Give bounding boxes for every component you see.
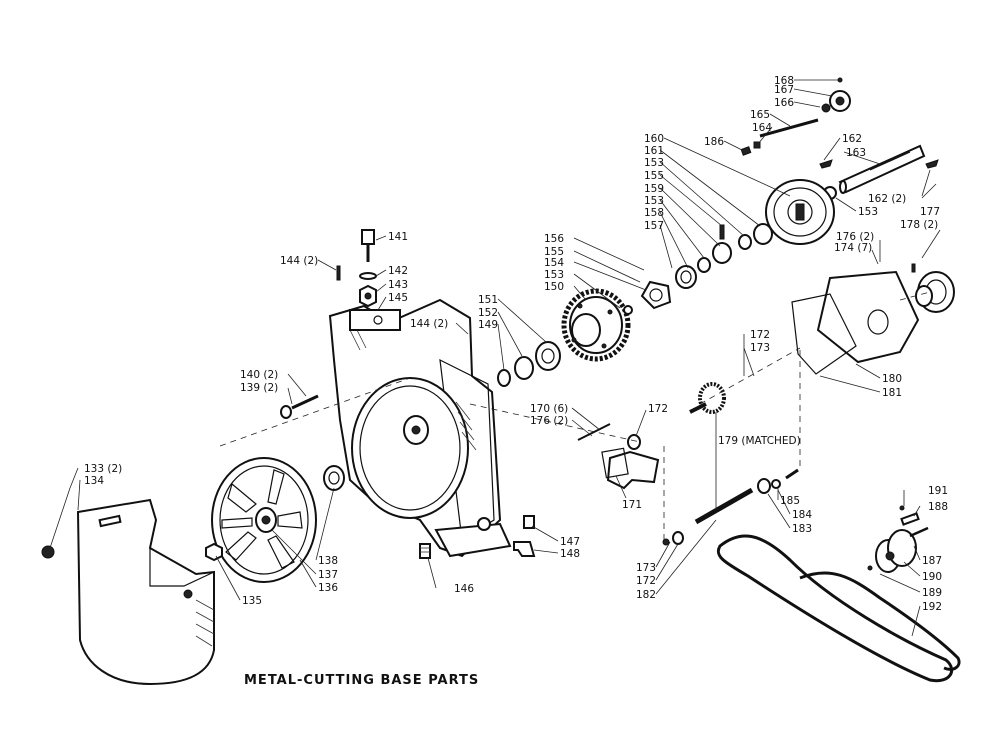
callout-172: 172: [648, 403, 668, 415]
callout-153: 153: [544, 269, 564, 281]
callout-165: 165: [750, 109, 770, 121]
callout-173: 173: [636, 562, 656, 574]
pulley-160: [765, 179, 835, 245]
callout-137: 137: [318, 569, 338, 581]
callout-141: 141: [388, 231, 408, 243]
callout-145: 145: [388, 292, 408, 304]
callout-155: 155: [644, 170, 664, 182]
callout-146: 146: [454, 583, 474, 595]
callout-147: 147: [560, 536, 580, 548]
callout-167: 167: [774, 84, 794, 96]
callout-159: 159: [644, 183, 664, 195]
callout-135: 135: [242, 595, 262, 607]
bracket-171: [577, 423, 660, 490]
callout-138: 138: [318, 555, 338, 567]
callout-177: 177: [920, 206, 940, 218]
callout-183: 183: [792, 523, 812, 535]
callout-142: 142: [388, 265, 408, 277]
motor-pulley-190: [867, 505, 929, 573]
main-shaft: [819, 144, 939, 200]
callout-148: 148: [560, 548, 580, 560]
callout-172: 172: [636, 575, 656, 587]
callout-154: 154: [544, 257, 564, 269]
callout-176-2: 176 (2): [530, 415, 568, 427]
callout-153: 153: [644, 157, 664, 169]
callout-179-matched: 179 (MATCHED): [718, 435, 801, 447]
gear-150: [561, 280, 672, 362]
callout-188: 188: [928, 501, 948, 513]
callout-152: 152: [478, 307, 498, 319]
fittings: [419, 515, 536, 559]
callout-163: 163: [846, 147, 866, 159]
callout-157: 157: [644, 220, 664, 232]
callout-136: 136: [318, 582, 338, 594]
callout-176-2: 176 (2): [836, 231, 874, 243]
callout-134: 134: [84, 475, 104, 487]
callout-168: 168: [774, 75, 794, 87]
callout-162-2: 162 (2): [868, 193, 906, 205]
callout-181: 181: [882, 387, 902, 399]
callout-191: 191: [928, 485, 948, 497]
callout-149: 149: [478, 319, 498, 331]
motor-plate: [791, 263, 955, 375]
callout-162: 162: [842, 133, 862, 145]
callout-180: 180: [882, 373, 902, 385]
callout-164: 164: [752, 122, 772, 134]
callout-156: 156: [544, 233, 564, 245]
callout-144-2: 144 (2): [410, 318, 448, 330]
callout-189: 189: [922, 587, 942, 599]
leader-lines: [49, 79, 941, 637]
callout-187: 187: [922, 555, 942, 567]
callout-153: 153: [858, 206, 878, 218]
callout-140-2: 140 (2): [240, 369, 278, 381]
callout-155: 155: [544, 246, 564, 258]
callout-151: 151: [478, 294, 498, 306]
callout-161: 161: [644, 145, 664, 157]
callout-133-2: 133 (2): [84, 463, 122, 475]
wheel-136: [211, 457, 345, 583]
callout-150: 150: [544, 281, 564, 293]
callout-144-2: 144 (2): [280, 255, 318, 267]
callout-158: 158: [644, 207, 664, 219]
bearings-151-149: [497, 341, 561, 387]
callout-186: 186: [704, 136, 724, 148]
callout-185: 185: [780, 495, 800, 507]
callout-173: 173: [750, 342, 770, 354]
washer-bolt: [205, 394, 319, 562]
callout-172: 172: [750, 329, 770, 341]
callout-182: 182: [636, 589, 656, 601]
upper-shaft-parts: [740, 77, 851, 156]
callout-192: 192: [922, 601, 942, 613]
bearing-stack: [675, 223, 773, 289]
callout-143: 143: [388, 279, 408, 291]
callout-labels: 168 167 166 165 164 186 160 161 162 163 …: [84, 75, 948, 613]
callout-160: 160: [644, 133, 664, 145]
callout-153: 153: [644, 195, 664, 207]
callout-190: 190: [922, 571, 942, 583]
callout-139-2: 139 (2): [240, 382, 278, 394]
base-housing: [328, 298, 512, 558]
callout-184: 184: [792, 509, 812, 521]
diagram-title: METAL-CUTTING BASE PARTS: [244, 673, 479, 688]
callout-166: 166: [774, 97, 794, 109]
callout-170-6: 170 (6): [530, 403, 568, 415]
callout-178-2: 178 (2): [900, 219, 938, 231]
cover-134: [41, 498, 215, 686]
callout-174-7: 174 (7): [834, 242, 872, 254]
callout-171: 171: [622, 499, 642, 511]
